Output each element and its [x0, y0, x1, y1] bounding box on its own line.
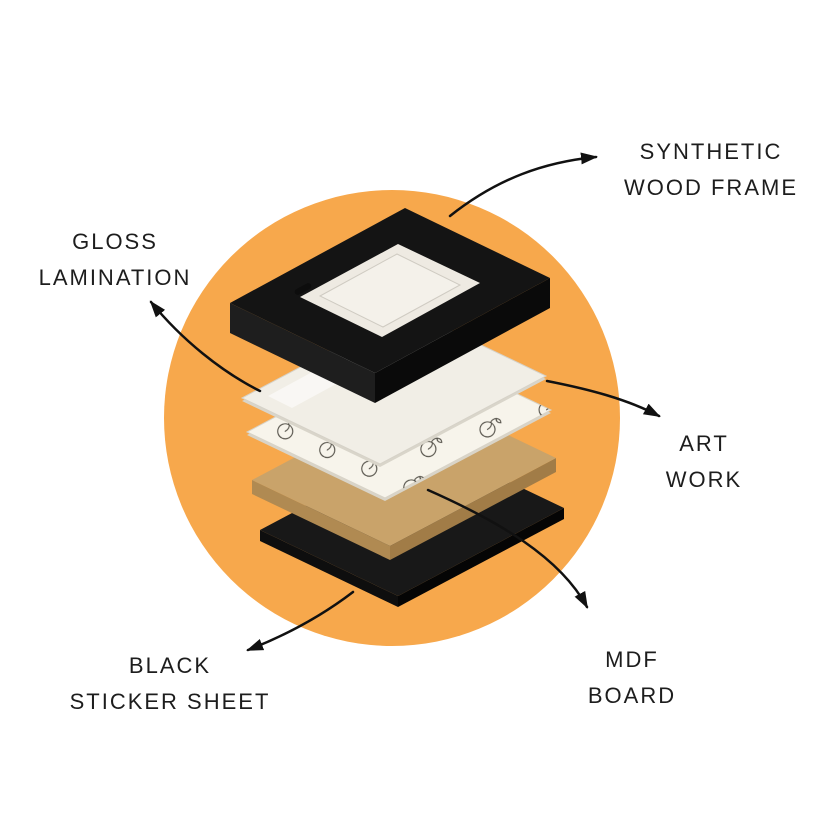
arrow-to-artwork-label: [545, 379, 661, 418]
art-work-label: ART WORK: [624, 426, 784, 498]
label-line: STICKER SHEET: [69, 689, 271, 714]
mdf-board-label: MDF BOARD: [552, 642, 712, 714]
sticker-left-edge: [260, 530, 398, 607]
label-line: MDF: [605, 647, 659, 672]
synthetic-wood-frame-layer: [230, 208, 550, 403]
label-line: LAMINATION: [38, 265, 192, 290]
frame-right-edge: [375, 278, 550, 403]
label-line: WOOD FRAME: [624, 175, 798, 200]
label-line: BLACK: [128, 653, 212, 678]
arrow-to-frame-label: [448, 152, 598, 218]
label-line: BOARD: [587, 683, 677, 708]
label-line: SYNTHETIC: [639, 139, 783, 164]
frame-hanger-slot: [294, 283, 312, 295]
arrow-to-lamination-label: [149, 300, 262, 393]
arrow-to-sticker-label: [246, 590, 355, 652]
sticker-right-edge: [398, 508, 564, 607]
mdf-left-edge: [252, 480, 390, 560]
label-line: GLOSS: [72, 229, 158, 254]
annotation-arrows: [149, 152, 661, 652]
frame-glass: [318, 253, 462, 328]
label-line: ART: [679, 431, 729, 456]
mdf-right-edge: [390, 458, 556, 560]
label-line: WORK: [665, 467, 743, 492]
synthetic-wood-frame-label: SYNTHETIC WOOD FRAME: [605, 134, 817, 206]
black-sticker-sheet-label: BLACK STICKER SHEET: [40, 648, 300, 720]
frame-left-edge: [230, 303, 375, 403]
gloss-lamination-label: GLOSS LAMINATION: [10, 224, 220, 296]
arrow-to-mdf-label: [426, 488, 589, 609]
